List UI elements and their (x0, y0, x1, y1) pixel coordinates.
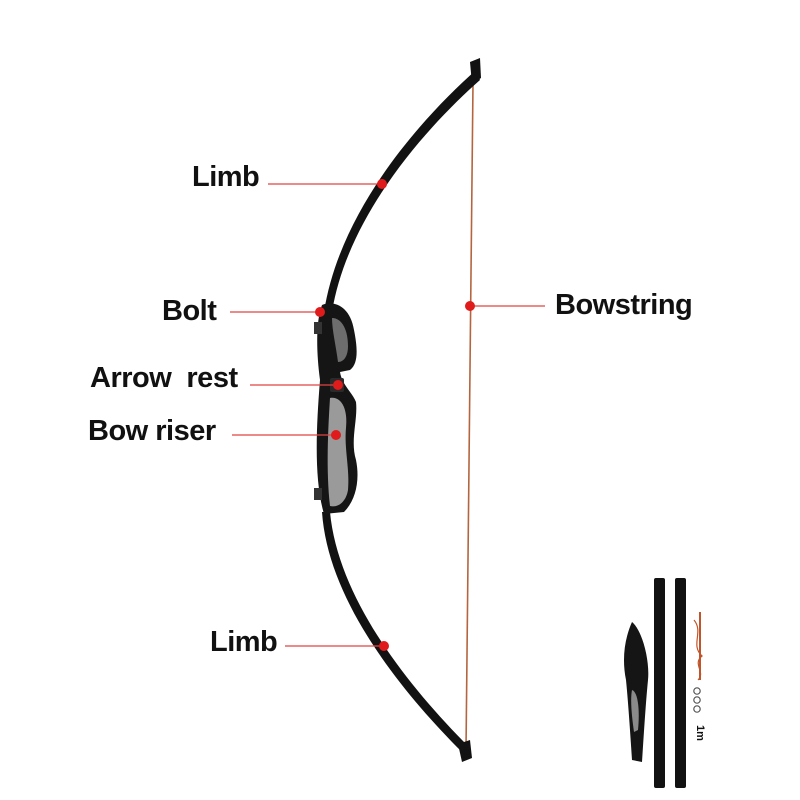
kit-limb-right (675, 578, 686, 788)
kit-inset: 1m (624, 578, 706, 788)
bowstring-label: Bowstring (555, 291, 692, 320)
lower-limb (322, 512, 468, 752)
kit-ring-2 (694, 697, 700, 703)
bow-riser-label: Bow riser (88, 417, 216, 446)
limb-top-label: Limb (192, 163, 259, 192)
limb-bottom-marker (379, 641, 389, 651)
arrow-rest-label: Arrow rest (90, 364, 238, 393)
bolt-marker (315, 307, 325, 317)
bowstring-line (466, 83, 473, 750)
bowstring-marker (465, 301, 475, 311)
bolt-label: Bolt (162, 297, 216, 326)
riser-grip (328, 398, 349, 507)
limb-bolt-bottom (314, 488, 322, 500)
limb-top-marker (377, 179, 387, 189)
bow-riser-marker (331, 430, 341, 440)
arrow-rest-marker (333, 380, 343, 390)
kit-ring-3 (694, 706, 700, 712)
limb-bottom-label: Limb (210, 628, 277, 657)
kit-limb-left (654, 578, 665, 788)
kit-scale-mark: 1m (694, 725, 706, 741)
limb-bolt-top (314, 322, 322, 334)
kit-riser (624, 622, 648, 762)
kit-ring-1 (694, 688, 700, 694)
upper-limb (324, 70, 480, 312)
